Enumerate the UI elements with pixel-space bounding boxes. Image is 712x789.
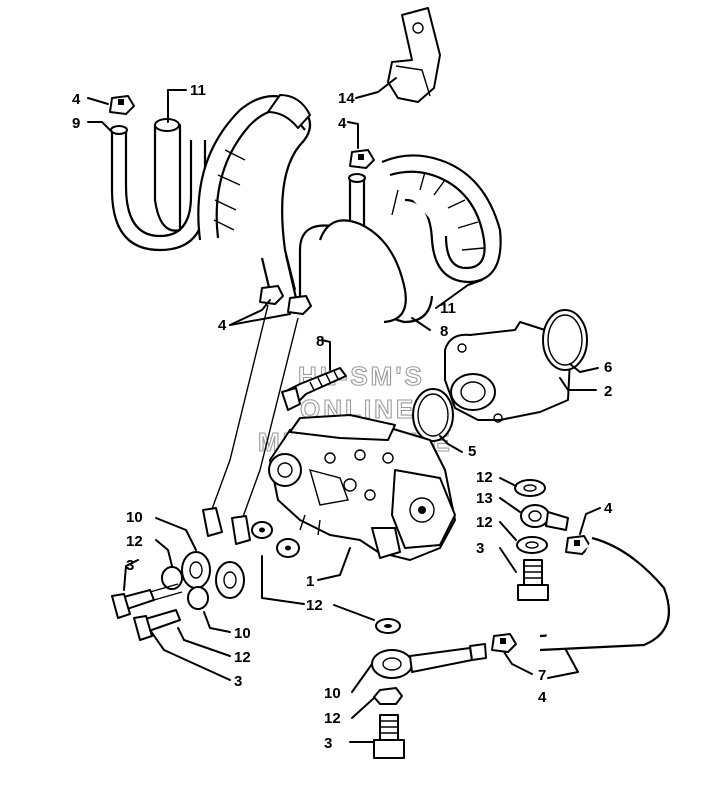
callout-2-housing: 2 bbox=[604, 383, 612, 400]
callout-5-o-ring: 5 bbox=[468, 443, 476, 460]
callout-11-hose: 11 bbox=[190, 82, 206, 99]
callout-10-banjo: 10 bbox=[234, 625, 251, 642]
callout-9-hose: 9 bbox=[72, 115, 80, 132]
callout-12-washer: 12 bbox=[476, 469, 493, 486]
part-2-housing bbox=[444, 321, 571, 423]
clamp-4a bbox=[109, 95, 135, 115]
callout-7-hose: 7 bbox=[538, 667, 546, 684]
part-14-clip bbox=[387, 7, 441, 103]
callout-14-clip: 14 bbox=[338, 90, 355, 107]
callout-4-clamp: 4 bbox=[538, 689, 547, 706]
callout-12-washer: 12 bbox=[324, 710, 341, 727]
callout-12-washer: 12 bbox=[126, 533, 143, 550]
part-5-o-ring bbox=[412, 388, 454, 442]
bottom-banjo-fitting bbox=[371, 618, 487, 759]
callout-labels: 4 9 11 14 4 4 11 8 8 6 2 5 10 12 3 10 12… bbox=[72, 82, 613, 752]
oil-lines-left bbox=[202, 304, 299, 545]
right-fitting-stack bbox=[514, 479, 569, 601]
left-banjo-fittings bbox=[111, 551, 245, 641]
part-7-hose bbox=[539, 536, 670, 652]
part-1-oil-pump bbox=[268, 414, 456, 561]
clamp-4d bbox=[565, 535, 591, 555]
callout-10-banjo: 10 bbox=[324, 685, 341, 702]
callout-8-bolt: 8 bbox=[316, 333, 324, 350]
callout-1-oil-pump: 1 bbox=[306, 573, 314, 590]
part-11-hose-left bbox=[110, 94, 312, 301]
part-11-hose-right bbox=[298, 154, 502, 324]
callout-12-washer: 12 bbox=[306, 597, 323, 614]
callout-4-clamp: 4 bbox=[72, 91, 81, 108]
callout-10-banjo: 10 bbox=[126, 509, 143, 526]
callout-13-fitting: 13 bbox=[476, 490, 493, 507]
callout-3-bolt: 3 bbox=[476, 540, 484, 557]
leader-lines bbox=[87, 77, 601, 743]
callout-12-washer: 12 bbox=[476, 514, 493, 531]
clamp-4e bbox=[491, 633, 517, 653]
callout-4-clamp: 4 bbox=[338, 115, 347, 132]
part-8-bolt bbox=[281, 367, 347, 411]
callout-4-clamp: 4 bbox=[218, 317, 227, 334]
clamp-4b bbox=[349, 149, 375, 169]
callout-3-bolt: 3 bbox=[234, 673, 242, 690]
washers-12-pump-left bbox=[251, 521, 300, 558]
callout-3-bolt: 3 bbox=[324, 735, 332, 752]
callout-12-washer: 12 bbox=[234, 649, 251, 666]
clamp-4c bbox=[259, 285, 312, 315]
part-6-o-ring bbox=[542, 309, 588, 371]
callout-3-bolt: 3 bbox=[126, 557, 134, 574]
callout-8-bolt: 8 bbox=[440, 323, 448, 340]
callout-4-clamp: 4 bbox=[604, 500, 613, 517]
callout-11-hose: 11 bbox=[440, 300, 456, 317]
callout-6-o-ring: 6 bbox=[604, 359, 612, 376]
